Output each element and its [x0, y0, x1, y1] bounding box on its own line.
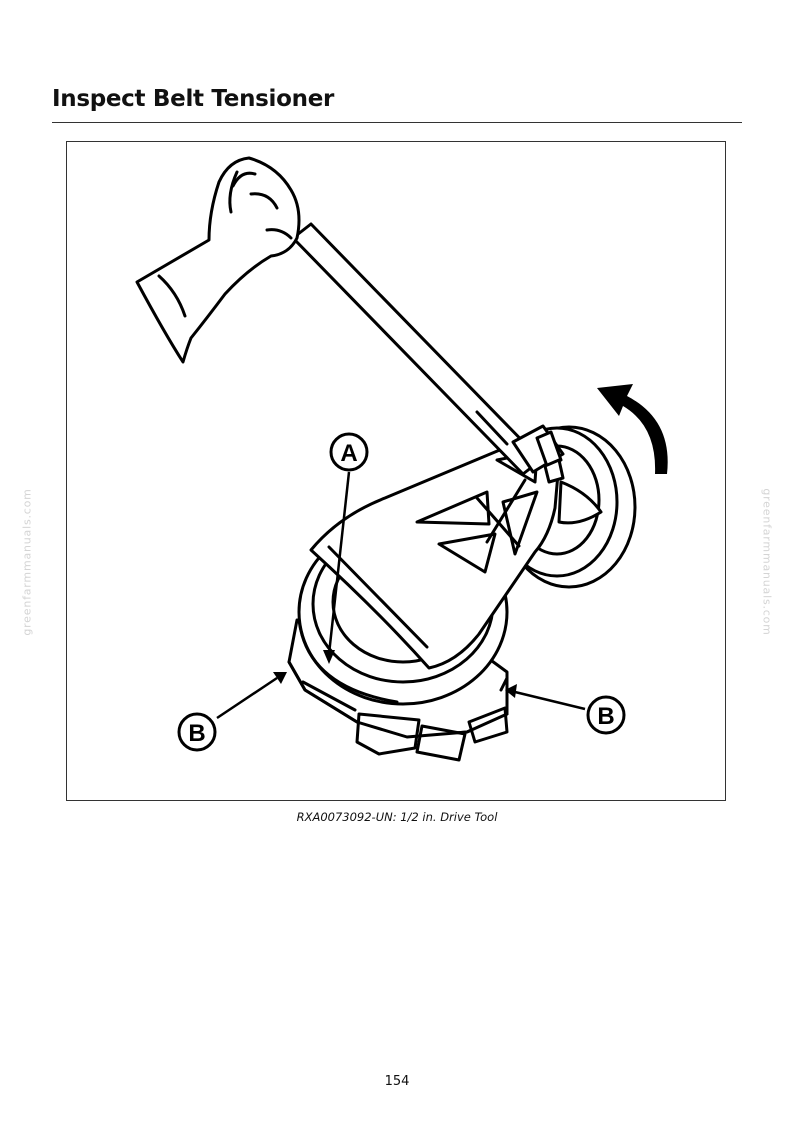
- page-title: Inspect Belt Tensioner: [52, 86, 335, 112]
- hand-illustration: [135, 156, 301, 364]
- leader-arrowheads: [273, 650, 517, 698]
- callout-b-left-label: B: [188, 720, 205, 747]
- tensioner-illustration: A B B: [135, 156, 668, 762]
- watermark-left: greenfarmmanuals.com: [20, 488, 34, 636]
- callout-b-right: B: [586, 695, 626, 735]
- callout-a-label: A: [340, 440, 357, 467]
- page-number: 154: [384, 1074, 410, 1089]
- figure-caption: RXA0073092-UN: 1/2 in. Drive Tool: [296, 810, 498, 824]
- callout-leaders: [216, 471, 586, 720]
- watermark-right: greenfarmmanuals.com: [760, 488, 774, 636]
- tensioner-figure: A B B: [66, 141, 726, 801]
- callout-a: A: [329, 432, 369, 472]
- rotation-arrow: [597, 384, 668, 474]
- tensioner-arm: [309, 439, 603, 670]
- title-rule: [52, 122, 742, 123]
- callout-b-right-label: B: [597, 703, 614, 730]
- callout-b-left: B: [177, 712, 217, 752]
- drive-tool-bar: [291, 222, 565, 484]
